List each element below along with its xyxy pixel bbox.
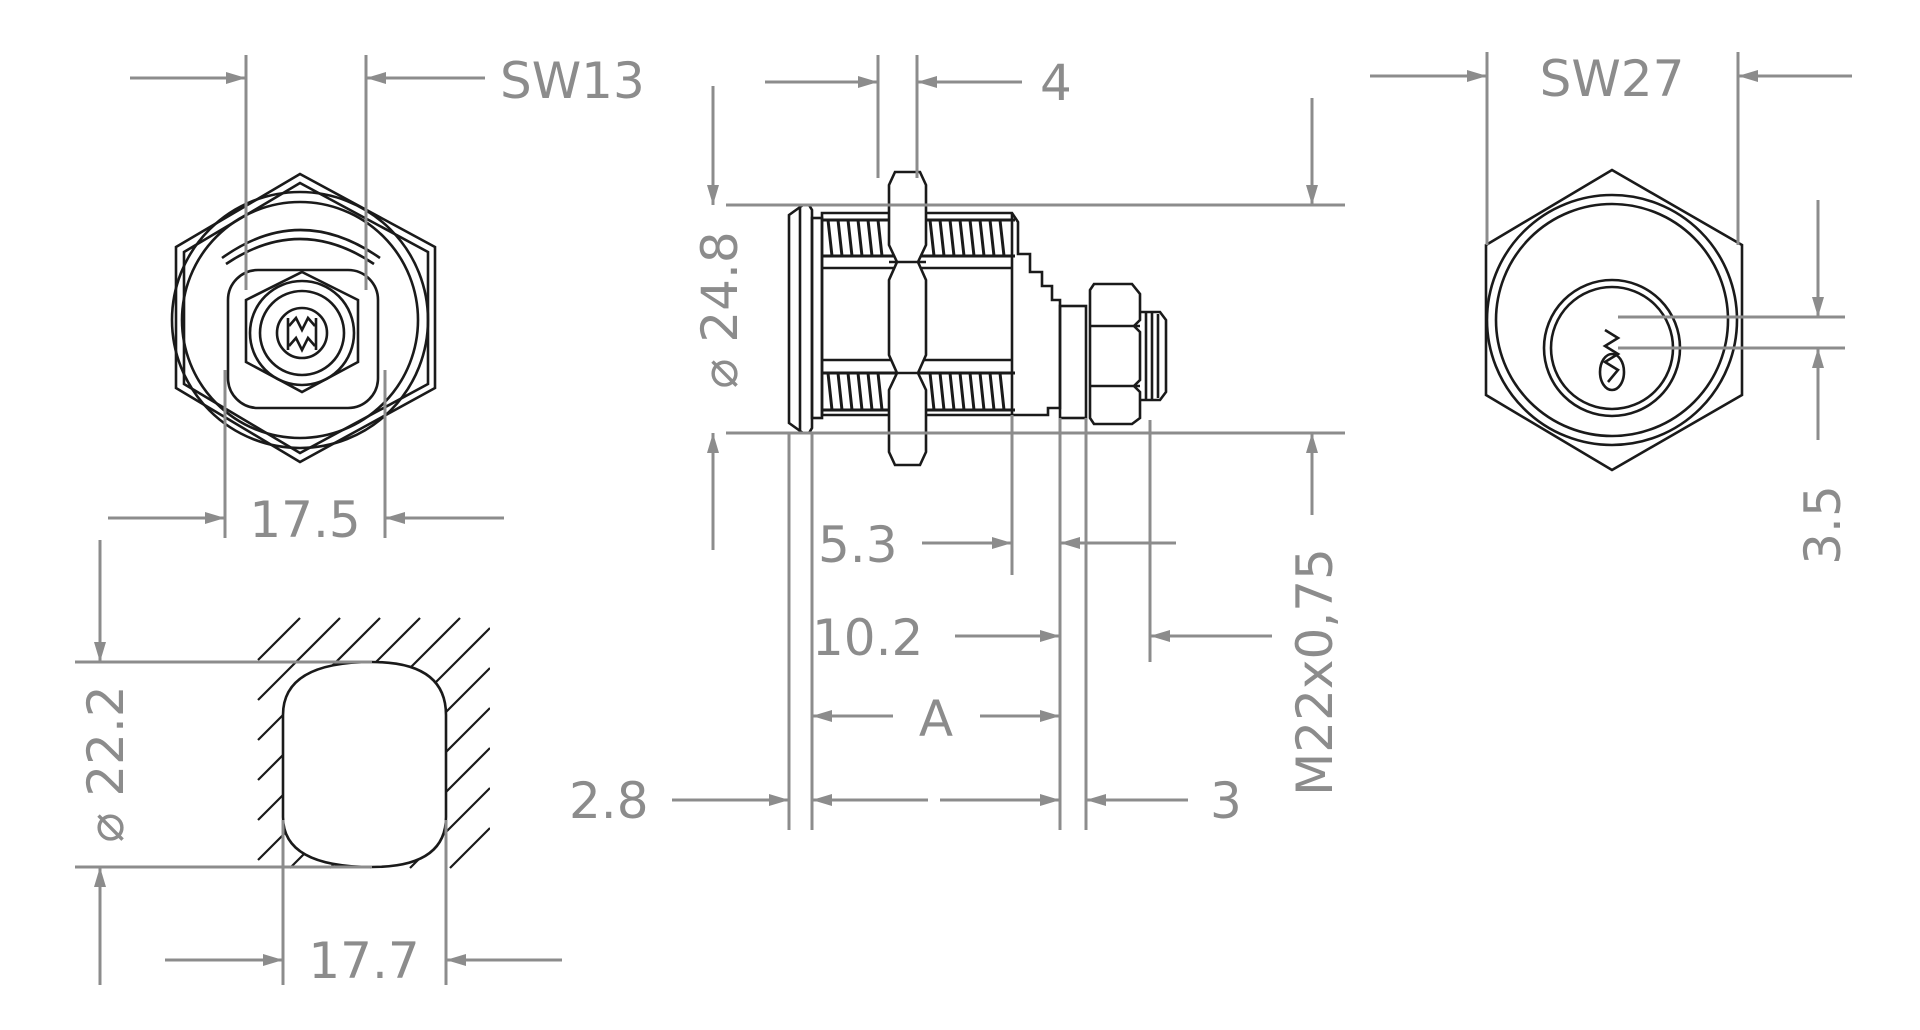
dimension-4: 4: [765, 54, 1072, 112]
dimension-thread-m22: M22x0,75: [1286, 98, 1344, 796]
dimension-3-5: 3.5: [1618, 200, 1852, 565]
dimension-17-5: 17.5: [108, 370, 504, 549]
panel-cutout: [257, 617, 490, 869]
dimension-17-7: 17.7: [165, 820, 562, 990]
label-sw13: SW13: [500, 52, 645, 110]
label-10-2: 10.2: [812, 609, 923, 667]
label-3: 3: [1210, 772, 1242, 830]
dimension-sw27: SW27: [1370, 50, 1852, 245]
label-3-5: 3.5: [1794, 485, 1852, 565]
label-5-3: 5.3: [818, 516, 898, 574]
dimension-diameter-22-2: ⌀ 22.2: [75, 540, 372, 985]
dimension-diameter-24-8: ⌀ 24.8: [691, 86, 749, 550]
dimension-sw13: SW13: [130, 52, 645, 290]
label-4: 4: [1040, 54, 1072, 112]
side-view-lock-body: [787, 170, 1168, 467]
label-diameter-22-2: ⌀ 22.2: [77, 685, 135, 842]
dimension-10-2: 10.2: [812, 609, 1272, 667]
label-17-5: 17.5: [249, 491, 360, 549]
label-2-8: 2.8: [569, 772, 649, 830]
back-view-lock: [1484, 168, 1744, 472]
dimension-a: A: [812, 690, 1060, 748]
dimension-3: 3: [1086, 772, 1242, 830]
dimension-2-8: 2.8: [569, 772, 1060, 830]
side-view-extension-lines: [726, 55, 1345, 830]
label-diameter-24-8: ⌀ 24.8: [691, 231, 749, 388]
label-thread-m22: M22x0,75: [1286, 548, 1344, 796]
front-view-key-side: [170, 172, 437, 464]
label-a: A: [919, 690, 953, 748]
dimension-5-3: 5.3: [818, 516, 1176, 574]
label-sw27: SW27: [1540, 50, 1685, 108]
label-17-7: 17.7: [308, 932, 419, 990]
